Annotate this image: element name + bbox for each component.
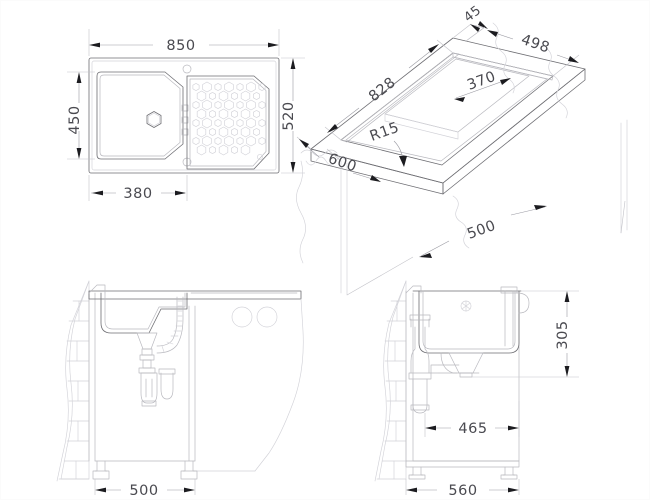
plan-honeycomb-pattern [192,81,266,156]
side-sink-bowl-inner [104,292,186,330]
iso-dim-828-label: 828 [366,75,399,106]
front-bowl-center-mark [460,300,472,312]
iso-dim-45: 45 [452,3,488,42]
iso-dim-370-label: 370 [465,69,498,94]
front-dim-465-label: 465 [458,421,487,437]
iso-dim-500-label: 500 [465,218,498,243]
plan-hexagon-tap-hole [146,111,162,128]
side-worktop [88,290,302,300]
iso-dim-R15: R15 [368,120,407,167]
plan-dim-850-label: 850 [166,38,195,54]
plan-drainer-outline [186,75,270,170]
front-tap-riser [500,286,530,347]
plan-dim-450-label: 450 [67,105,83,134]
iso-break-line-top [492,22,515,94]
iso-dim-600-label: 600 [326,151,359,176]
side-dim-500: 500 [94,479,196,499]
iso-dim-500: 500 [346,200,626,296]
plan-bowl [96,71,184,160]
side-overflow-riser [158,368,176,400]
iso-break-line-top-2 [545,47,568,119]
side-section-view: 500 [56,280,304,499]
plan-view: 850 520 450 [67,29,305,202]
front-standpipe [408,314,432,414]
side-wall-bracket [88,284,106,294]
iso-cutout-opening-inner [345,56,548,162]
front-sink-bowl [418,290,520,354]
front-brick-wall [374,280,407,482]
plan-dim-380-label: 380 [123,186,152,202]
plan-dim-520: 520 [281,57,305,174]
front-dim-305-label: 305 [555,320,571,349]
plan-fixing-hole-top [182,64,192,74]
front-dim-305: 305 [471,290,579,378]
side-waste-strainer [136,332,158,369]
side-plinth-feet [92,460,198,480]
side-brick-wall [56,280,90,482]
side-knob-left [231,306,253,328]
plan-dim-450: 450 [67,71,95,160]
iso-dim-R15-label: R15 [368,120,402,145]
plan-drainer-small-hole [257,154,263,160]
plan-dim-850: 850 [88,29,280,56]
plan-drainer-inner [189,78,267,167]
iso-break-line-far-left [296,160,306,264]
front-dim-560: 560 [405,479,520,499]
front-dim-465: 465 [424,401,520,437]
iso-dim-498-label: 498 [519,32,552,57]
iso-break-line-left-2 [305,156,347,166]
side-sink-bowl [100,292,188,334]
side-knob-right [256,306,278,328]
iso-worktop-side-edge [442,68,586,195]
iso-break-line-bottom [452,195,470,249]
plan-sink-inner-rim [91,60,277,171]
iso-break-line-left [300,149,338,157]
side-bottle-trap [138,367,158,407]
iso-bowl-recess-edge [384,113,459,140]
plan-sink-outline [88,57,280,174]
plan-centre-slots [181,104,189,136]
iso-rear-rail [340,52,460,143]
front-sink-bowl-inner [422,290,516,350]
front-plinth-feet [408,466,518,480]
iso-cutout-opening [340,52,554,166]
front-wall-bracket [405,285,422,294]
front-plinth-rail [405,460,520,468]
front-waste-pipe [430,364,460,374]
side-dim-500-label: 500 [129,483,158,499]
plan-bowl-inner [99,74,181,157]
plan-dim-520-label: 520 [281,101,297,130]
side-break-line-right [254,298,304,472]
plan-dim-380: 380 [88,175,188,202]
side-flexible-hose [156,296,184,354]
iso-rear-rail-2 [452,52,554,81]
front-dim-560-label: 560 [448,483,477,499]
front-section-view: 305 465 560 [374,280,579,499]
isometric-cutout-view: 828 45 498 370 [296,3,628,296]
